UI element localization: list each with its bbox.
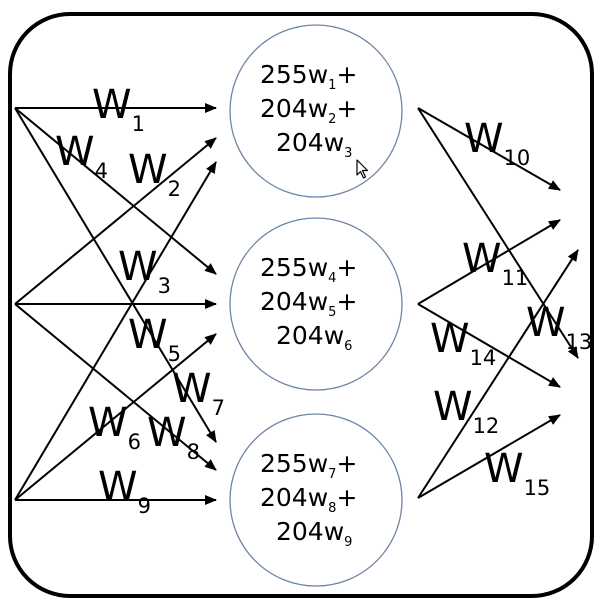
node-1-circle xyxy=(229,24,403,198)
term-plus: + xyxy=(336,287,357,316)
term-plus: + xyxy=(336,60,357,89)
term-plus: + xyxy=(336,253,357,282)
edge-w13-subscript: 13 xyxy=(566,330,593,354)
term-subscript: 3 xyxy=(344,146,352,161)
term-subscript: 4 xyxy=(328,271,336,286)
term-coefficient: 255w xyxy=(260,60,328,89)
term-plus: + xyxy=(336,483,357,512)
node-1: 255w1+204w2+204w3 xyxy=(229,24,403,198)
term-coefficient: 204w xyxy=(276,128,344,157)
edge-w2-arrow xyxy=(14,137,217,305)
edge-w2-subscript: 2 xyxy=(168,177,181,201)
edge-w8-subscript: 8 xyxy=(187,440,200,464)
mouse-pointer-icon xyxy=(356,159,369,179)
edge-w9-subscript: 9 xyxy=(138,494,151,518)
edge-w7-subscript: 7 xyxy=(212,396,225,420)
edge-w10-subscript: 10 xyxy=(504,146,531,170)
term-coefficient: 255w xyxy=(260,253,328,282)
node-3: 255w7+204w8+204w9 xyxy=(229,413,403,587)
node-2-circle xyxy=(229,217,403,391)
edge-w12-subscript: 12 xyxy=(473,414,500,438)
term-subscript: 2 xyxy=(328,112,336,127)
term-coefficient: 255w xyxy=(260,449,328,478)
term-subscript: 8 xyxy=(328,501,336,516)
term-coefficient: 204w xyxy=(260,94,328,123)
term-subscript: 6 xyxy=(344,339,352,354)
term-coefficient: 204w xyxy=(276,321,344,350)
term-coefficient: 204w xyxy=(260,483,328,512)
edge-w6-arrow xyxy=(14,333,217,501)
node-3-circle xyxy=(229,413,403,587)
edge-w7-arrow xyxy=(14,107,217,443)
node-2-term-1: 255w4+ xyxy=(260,253,357,286)
term-subscript: 1 xyxy=(328,78,336,93)
edge-w13-arrow xyxy=(417,107,579,359)
edge-w14-arrow xyxy=(417,303,561,388)
edge-w14-subscript: 14 xyxy=(470,346,497,370)
edge-w6-subscript: 6 xyxy=(128,430,141,454)
node-1-term-3: 204w3 xyxy=(276,128,352,161)
edge-w8-arrow xyxy=(14,303,217,471)
node-2-term-2: 204w5+ xyxy=(260,287,357,320)
edge-w5-subscript: 5 xyxy=(168,342,181,366)
edge-w12-arrow xyxy=(417,249,579,499)
node-2: 255w4+204w5+204w6 xyxy=(229,217,403,391)
term-subscript: 7 xyxy=(328,467,336,482)
term-coefficient: 204w xyxy=(276,517,344,546)
node-3-term-3: 204w9 xyxy=(276,517,352,550)
node-3-term-2: 204w8+ xyxy=(260,483,357,516)
edge-w1-subscript: 1 xyxy=(132,112,145,136)
node-3-term-1: 255w7+ xyxy=(260,449,357,482)
nodes-layer: 255w1+204w2+204w3255w4+204w5+204w6255w7+… xyxy=(229,24,403,587)
edge-w15-subscript: 15 xyxy=(524,476,551,500)
edge-w11-arrow xyxy=(417,219,561,305)
term-coefficient: 204w xyxy=(260,287,328,316)
edge-w10-arrow xyxy=(417,107,561,191)
edge-w3-arrow xyxy=(14,161,217,501)
edge-w15-arrow xyxy=(417,414,561,499)
edge-w4-arrow xyxy=(14,107,217,275)
edge-w4-subscript: 4 xyxy=(95,159,108,183)
term-subscript: 9 xyxy=(344,535,352,550)
edge-w3-subscript: 3 xyxy=(158,274,171,298)
node-1-term-1: 255w1+ xyxy=(260,60,357,93)
term-subscript: 5 xyxy=(328,305,336,320)
term-plus: + xyxy=(336,94,357,123)
edges-layer xyxy=(14,103,579,505)
edge-w11-subscript: 11 xyxy=(502,266,529,290)
node-2-term-3: 204w6 xyxy=(276,321,352,354)
node-1-term-2: 204w2+ xyxy=(260,94,357,127)
term-plus: + xyxy=(336,449,357,478)
